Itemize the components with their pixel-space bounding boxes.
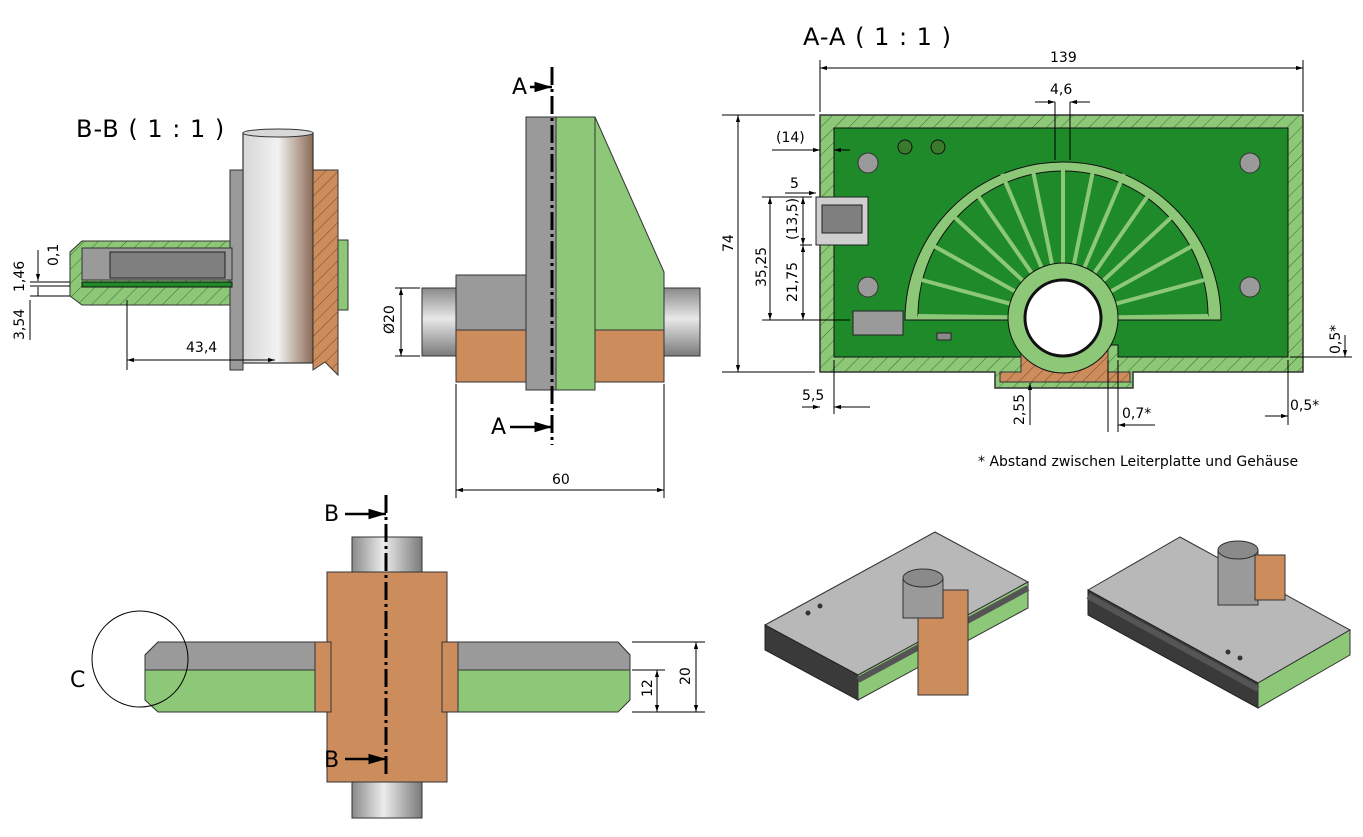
- clamp-tab-left: [314, 641, 332, 713]
- led-1: [897, 139, 913, 155]
- shaft-bore: [1023, 278, 1103, 358]
- dim-0-1: 0,1: [46, 244, 62, 266]
- tube-top: [242, 128, 314, 138]
- dim-14: (14): [776, 130, 805, 146]
- dim-0-7: 0,7*: [1122, 406, 1151, 422]
- green-plate: [555, 116, 596, 391]
- marker-a-bottom: A: [491, 415, 506, 440]
- tube: [242, 132, 314, 364]
- dim-1-46: 1,46: [12, 261, 28, 292]
- dim-5-5: 5,5: [802, 388, 824, 404]
- dim-0-5-bottom: 0,5*: [1290, 398, 1319, 414]
- left-arm-top: [144, 641, 316, 671]
- connector: [109, 251, 226, 279]
- top-view: B B C 12 20: [70, 495, 705, 819]
- dim-5: 5: [790, 176, 799, 192]
- dim-2-55: 2,55: [1012, 394, 1028, 425]
- dim-21-75: 21,75: [785, 262, 801, 302]
- dim-35-25: 35,25: [754, 247, 770, 287]
- usb-port: [821, 204, 863, 234]
- sensor-part: [852, 310, 904, 336]
- marker-b-top: B: [324, 502, 339, 527]
- dim-0-5-right: 0,5*: [1328, 325, 1344, 354]
- footnote: * Abstand zwischen Leiterplatte und Gehä…: [978, 454, 1298, 470]
- marker-c: C: [70, 668, 85, 693]
- dim-20: 20: [678, 667, 694, 685]
- dim-12: 12: [640, 679, 656, 697]
- dim-74: 74: [721, 234, 737, 252]
- iso2-side-face: [1257, 629, 1351, 709]
- marker-a-top: A: [512, 75, 527, 100]
- dim-139: 139: [1050, 50, 1077, 66]
- dim-60: 60: [552, 472, 570, 488]
- section-bb-view: B-B ( 1 : 1 ) 0,1 1,46 3,54 43,4: [12, 115, 349, 377]
- right-arm-top: [457, 641, 631, 671]
- marker-b-bottom: B: [324, 748, 339, 773]
- dim-43-4: 43,4: [186, 340, 217, 356]
- led-2: [930, 139, 946, 155]
- detail-circle-c: [91, 610, 189, 708]
- gray-block: [455, 274, 527, 331]
- screw-holes: [857, 152, 1261, 298]
- dim-phi20: Ø20: [382, 305, 398, 334]
- dim-3-54: 3,54: [12, 309, 28, 340]
- section-aa-view: A-A ( 1 : 1 ): [721, 23, 1352, 470]
- isometric-view-left: [763, 531, 1030, 701]
- dim-4-6: 4,6: [1050, 82, 1072, 98]
- dim-13-5: (13,5): [785, 198, 801, 240]
- isometric-view-right: [1086, 536, 1352, 709]
- iso2-clamp: [1254, 554, 1286, 601]
- green-tab: [337, 239, 349, 311]
- side-view: A A Ø20 60: [382, 67, 701, 498]
- pcb-strip: [81, 281, 233, 288]
- clamp-tab-right: [441, 641, 459, 713]
- shaft-bottom: [351, 777, 423, 819]
- smd-part: [936, 332, 952, 341]
- copper-wall-section: [312, 169, 339, 377]
- section-bb-title: B-B ( 1 : 1 ): [76, 115, 225, 143]
- section-aa-title: A-A ( 1 : 1 ): [803, 23, 952, 51]
